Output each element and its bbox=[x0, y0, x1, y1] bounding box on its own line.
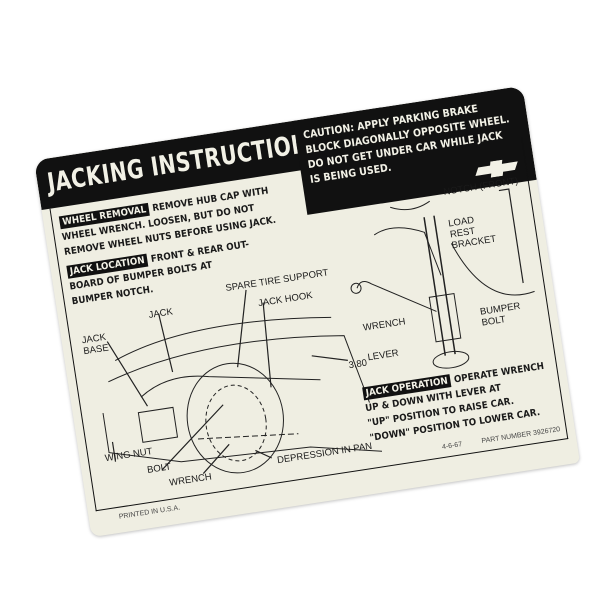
jacking-instructions-decal: JACKING INSTRUCTIONS CAUTION: APPLY PARK… bbox=[34, 85, 580, 538]
chevrolet-bowtie-icon bbox=[475, 159, 518, 178]
car-trunk-diagram bbox=[102, 289, 383, 474]
caution-box: CAUTION: APPLY PARKING BRAKE BLOCK DIAGO… bbox=[293, 85, 537, 215]
jack-diagram bbox=[350, 188, 535, 369]
printed-in-usa: PRINTED IN U.S.A. bbox=[118, 504, 181, 521]
